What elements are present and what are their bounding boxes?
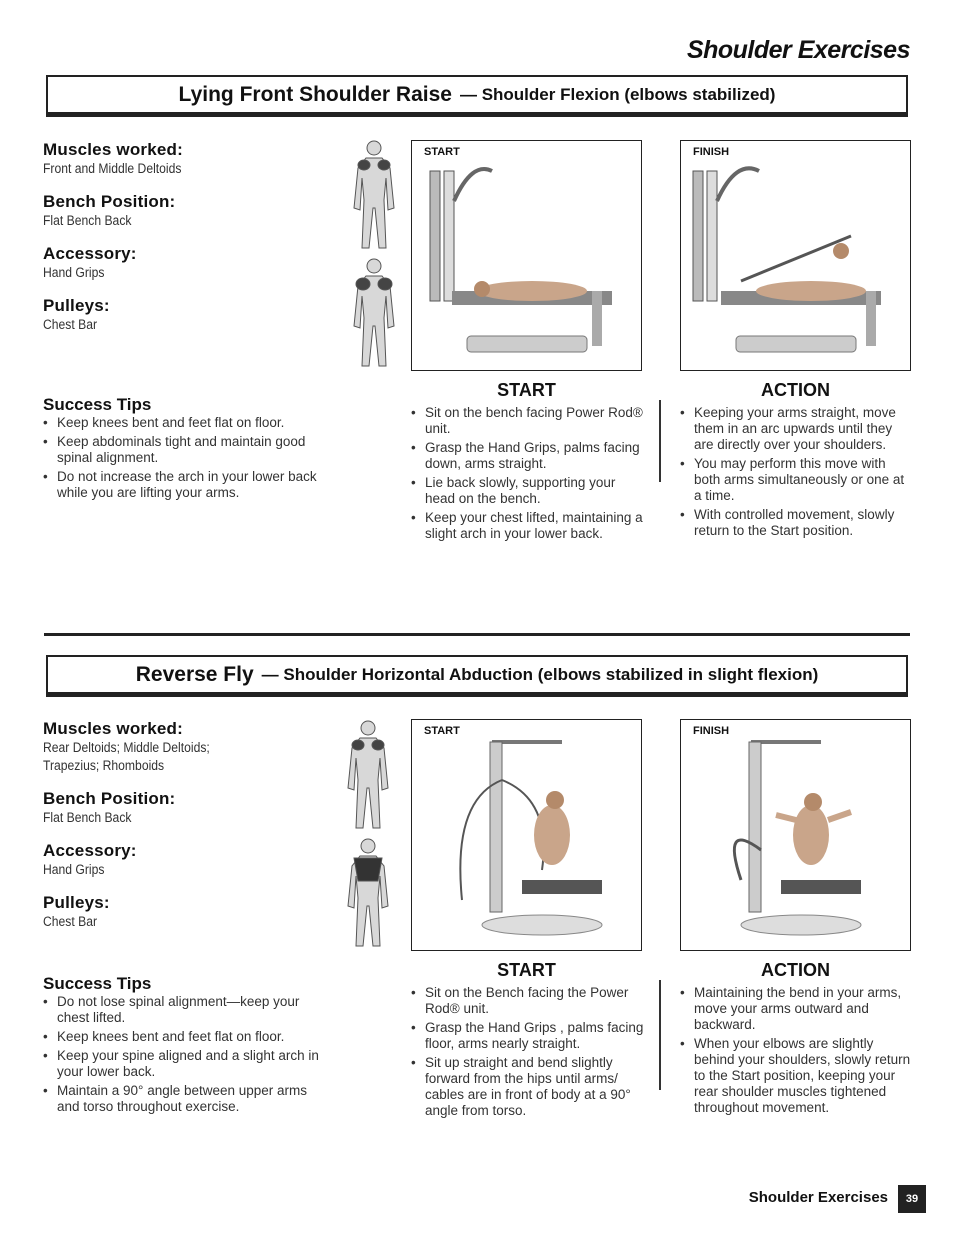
finish-photo: FINISH <box>680 719 911 951</box>
action-steps: Keeping your arms straight, move them in… <box>680 405 910 542</box>
list-item: Sit up straight and bend slightly forwar… <box>411 1055 646 1119</box>
list-item: Do not lose spinal alignment—keep your c… <box>43 994 333 1026</box>
pulleys-label: Pulleys: <box>43 296 110 315</box>
list-item: Keep abdominals tight and maintain good … <box>43 434 333 466</box>
tips-list: Do not lose spinal alignment—keep your c… <box>43 994 333 1115</box>
list-item: Grasp the Hand Grips , palms facing floo… <box>411 1020 646 1052</box>
list-item: With controlled movement, slowly return … <box>680 507 910 539</box>
list-item: Keep your chest lifted, maintaining a sl… <box>411 510 646 542</box>
list-item: When your elbows are slightly behind you… <box>680 1036 912 1116</box>
pulleys-label: Pulleys: <box>43 893 110 912</box>
start-photo-label: START <box>424 725 460 737</box>
exercise-1-name: Lying Front Shoulder Raise <box>178 82 452 106</box>
tips-title: Success Tips <box>43 974 152 993</box>
start-photo-label: START <box>424 146 460 158</box>
list-item: Maintain a 90° angle between upper arms … <box>43 1083 333 1115</box>
bench-value: Flat Bench Back <box>43 213 132 228</box>
list-item: Maintaining the bend in your arms, move … <box>680 985 912 1033</box>
machine-lying-start-image <box>429 167 612 353</box>
list-item: Sit on the bench facing Power Rod® unit. <box>411 405 646 437</box>
start-steps: Sit on the Bench facing the Power Rod® u… <box>411 985 646 1122</box>
list-item: Keep your spine aligned and a slight arc… <box>43 1048 333 1080</box>
list-item: Lie back slowly, supporting your head on… <box>411 475 646 507</box>
action-heading: ACTION <box>761 960 830 980</box>
list-item: Keep knees bent and feet flat on floor. <box>43 1029 333 1045</box>
exercise-1-info: Muscles worked: Front and Middle Deltoid… <box>43 140 343 334</box>
list-item: Keeping your arms straight, move them in… <box>680 405 910 453</box>
pulleys-value: Chest Bar <box>43 914 98 929</box>
muscles-value: Front and Middle Deltoids <box>43 161 182 176</box>
tips-list: Keep knees bent and feet flat on floor. … <box>43 415 333 501</box>
page-title: Shoulder Exercises <box>686 36 911 64</box>
accessory-value: Hand Grips <box>43 265 105 280</box>
bench-value: Flat Bench Back <box>43 810 132 825</box>
exercise-2-header: Reverse Fly — Shoulder Horizontal Abduct… <box>46 655 908 697</box>
list-item: Sit on the Bench facing the Power Rod® u… <box>411 985 646 1017</box>
exercise-2-tips: Success Tips Do not lose spinal alignmen… <box>43 974 333 1118</box>
muscles-label: Muscles worked: <box>43 140 183 159</box>
exercise-1-tips: Success Tips Keep knees bent and feet fl… <box>43 395 333 504</box>
muscles-value: Rear Deltoids; Middle Deltoids; <box>43 740 210 755</box>
column-divider <box>659 980 661 1090</box>
muscles-value: Trapezius; Rhomboids <box>43 758 165 773</box>
finish-photo: FINISH <box>680 140 911 371</box>
finish-photo-label: FINISH <box>693 725 730 737</box>
pulleys-value: Chest Bar <box>43 317 98 332</box>
page-number: 39 <box>898 1185 926 1213</box>
list-item: Keep knees bent and feet flat on floor. <box>43 415 333 431</box>
accessory-label: Accessory: <box>43 244 137 263</box>
exercise-1-header: Lying Front Shoulder Raise — Shoulder Fl… <box>46 75 908 117</box>
action-heading: ACTION <box>761 380 830 400</box>
accessory-value: Hand Grips <box>43 862 105 877</box>
bench-label: Bench Position: <box>43 789 176 808</box>
exercise-1-subtitle: — Shoulder Flexion (elbows stabilized) <box>459 84 776 104</box>
machine-lying-finish-image <box>692 166 881 353</box>
muscles-label: Muscles worked: <box>43 719 183 738</box>
action-steps: Maintaining the bend in your arms, move … <box>680 985 912 1119</box>
section-divider <box>44 633 910 636</box>
accessory-label: Accessory: <box>43 841 137 860</box>
start-heading: START <box>497 380 556 400</box>
footer-section-title: Shoulder Exercises <box>748 1189 888 1206</box>
start-photo: START <box>411 140 642 371</box>
finish-photo-label: FINISH <box>693 146 730 158</box>
tips-title: Success Tips <box>43 395 152 414</box>
machine-seated-start-image <box>459 740 603 936</box>
column-divider <box>659 400 661 482</box>
start-photo: START <box>411 719 642 951</box>
start-steps: Sit on the bench facing Power Rod® unit.… <box>411 405 646 545</box>
exercise-2-subtitle: — Shoulder Horizontal Abduction (elbows … <box>261 664 819 684</box>
anatomy-figure-icon <box>347 720 389 947</box>
exercise-2-name: Reverse Fly <box>135 662 254 686</box>
list-item: Grasp the Hand Grips, palms facing down,… <box>411 440 646 472</box>
bench-label: Bench Position: <box>43 192 176 211</box>
machine-seated-finish-image <box>732 740 862 936</box>
exercise-2-info: Muscles worked: Rear Deltoids; Middle De… <box>43 719 343 931</box>
anatomy-figure-icon <box>353 140 395 367</box>
list-item: Do not increase the arch in your lower b… <box>43 469 333 501</box>
list-item: You may perform this move with both arms… <box>680 456 910 504</box>
start-heading: START <box>497 960 556 980</box>
